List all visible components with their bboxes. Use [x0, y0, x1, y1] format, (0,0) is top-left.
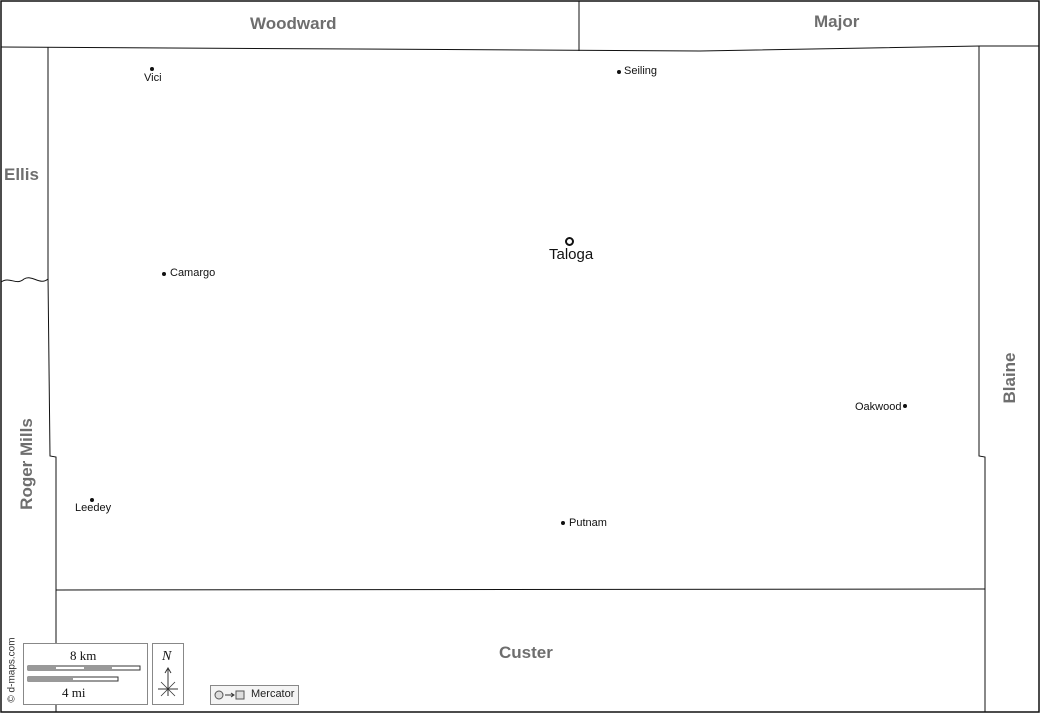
town-marker-vici	[150, 67, 154, 71]
projection-label: Mercator	[251, 688, 295, 700]
south-county-boundary	[55, 588, 986, 591]
town-marker-camargo	[162, 272, 166, 276]
town-label-putnam: Putnam	[569, 517, 607, 529]
compass-icon	[158, 667, 178, 697]
town-label-seiling: Seiling	[624, 65, 658, 77]
map-credit: © d-maps.com	[6, 637, 18, 703]
town-marker-seiling	[617, 70, 621, 74]
town-label-leedey: Leedey	[75, 502, 112, 514]
scale-bars-graphic	[27, 665, 141, 682]
east-county-boundary	[978, 46, 986, 712]
scale-km-label: 8 km	[70, 648, 97, 663]
west-county-boundary	[47, 47, 57, 712]
north-label: N	[162, 649, 172, 664]
north-arrow-box: N	[152, 643, 184, 705]
town-label-oakwood: Oakwood	[855, 401, 902, 413]
projection-badge: Mercator	[210, 685, 299, 705]
scale-bar: 8 km 4 mi	[23, 643, 148, 705]
town-label-vici: Vici	[144, 72, 162, 84]
county-label-blaine: Blaine	[1000, 352, 1019, 404]
county-label-major: Major	[814, 12, 860, 31]
county-label-woodward: Woodward	[250, 14, 337, 33]
ellis-roger-mills-boundary	[0, 277, 49, 283]
town-marker-putnam	[561, 521, 565, 525]
county-label-roger-mills: Roger Mills	[17, 418, 36, 510]
scale-mi-label: 4 mi	[62, 685, 86, 700]
county-seat-marker	[565, 237, 574, 246]
town-label-camargo: Camargo	[170, 267, 216, 279]
county-label-custer: Custer	[499, 643, 553, 662]
town-marker-leedey	[90, 498, 94, 502]
county-seat-label: Taloga	[549, 246, 594, 263]
projection-icon	[214, 690, 245, 700]
north-county-boundary	[0, 45, 1039, 52]
town-marker-oakwood	[903, 404, 907, 408]
county-label-ellis: Ellis	[4, 165, 39, 184]
